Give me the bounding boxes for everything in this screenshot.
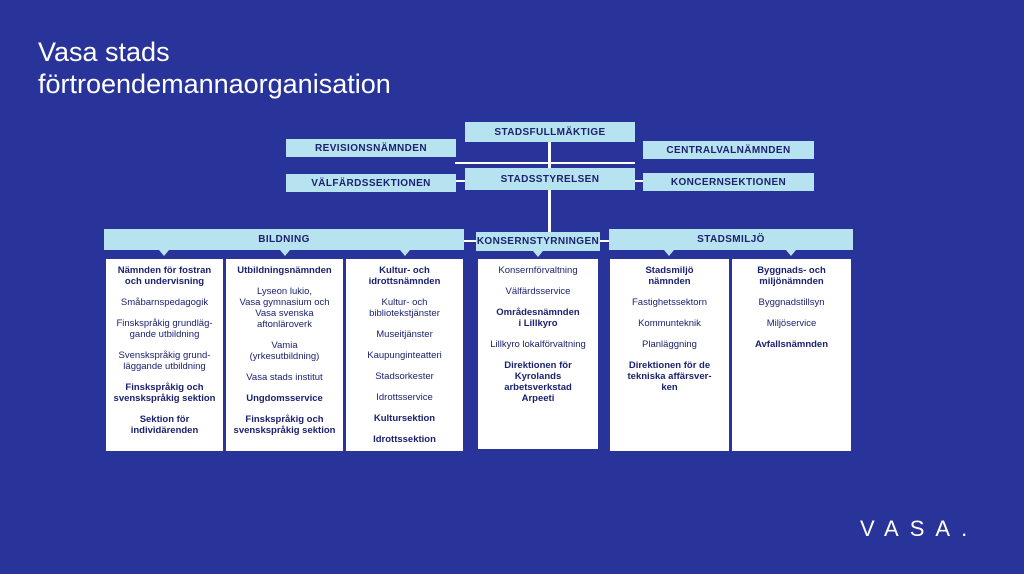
- box-konsernstyrningen: KONSERNSTYRNINGEN: [476, 232, 600, 251]
- org-unit: Idrottssektion: [373, 434, 436, 445]
- org-unit: Kaupunginteatteri: [367, 350, 442, 361]
- page-title: Vasa stads förtroendemannaorganisation: [38, 36, 391, 100]
- pointer-triangle: [280, 250, 290, 256]
- connector-right-lower: [634, 180, 644, 182]
- org-unit: Svenskspråkig grund- läggande utbildning: [118, 350, 211, 372]
- box-revisionsnamnden: REVISIONSNÄMNDEN: [286, 139, 456, 157]
- org-unit: Lyseon lukio, Vasa gymnasium och Vasa sv…: [239, 286, 330, 330]
- org-unit: Kommunteknik: [638, 318, 701, 329]
- box-bildning: BILDNING: [104, 229, 464, 250]
- org-unit: Museitjänster: [376, 329, 433, 340]
- org-unit: Småbarnspedagogik: [120, 297, 209, 308]
- org-unit: Konsernförvaltning: [498, 265, 578, 276]
- org-unit: Områdesnämnden i Lillkyro: [496, 307, 580, 329]
- box-centralvalnamnden: CENTRALVALNÄMNDEN: [643, 141, 814, 159]
- pointer-triangle: [533, 251, 543, 257]
- vasa-logo: VASA.: [860, 516, 979, 541]
- connector-left-horizontal: [455, 162, 635, 164]
- org-unit: Ungdomsservice: [246, 393, 323, 404]
- org-unit: Välfärdsservice: [505, 286, 571, 297]
- org-unit: Vamia (yrkesutbildning): [249, 340, 320, 362]
- org-unit: Nämnden för fostran och undervisning: [117, 265, 212, 287]
- org-unit: Kultur- och bibliotekstjänster: [369, 297, 440, 319]
- org-unit: Vasa stads institut: [246, 372, 323, 383]
- connector-left-lower: [455, 180, 465, 182]
- org-unit: Sektion för individärenden: [130, 414, 199, 436]
- box-stadsfullmaktige: STADSFULLMÄKTIGE: [465, 122, 635, 142]
- org-unit: Fastighetssektorn: [632, 297, 707, 308]
- org-unit: Finskspråkig och svenskspråkig sektion: [233, 414, 336, 436]
- box-stadsstyrelsen: STADSSTYRELSEN: [465, 168, 635, 190]
- title-line-1: Vasa stads: [38, 37, 170, 67]
- org-unit: Idrottsservice: [376, 392, 433, 403]
- org-unit: Byggnads- och miljönämnden: [757, 265, 826, 287]
- pointer-triangle: [786, 250, 796, 256]
- org-unit: Stadsmiljö nämnden: [645, 265, 694, 287]
- org-unit: Direktionen för Kyrolands arbetsverkstad…: [504, 360, 572, 404]
- org-unit: Utbildningsnämnden: [237, 265, 332, 276]
- org-unit: Lillkyro lokalförvaltning: [490, 339, 586, 350]
- org-unit: Kultur- och idrottsnämnden: [368, 265, 441, 287]
- org-unit: Finskspråkig och svenskspråkig sektion: [113, 382, 216, 404]
- org-unit: Direktionen för de tekniska affärsver- k…: [627, 360, 712, 393]
- pointer-triangle: [159, 250, 169, 256]
- org-unit: Finskspråkig grundläg- gande utbildning: [116, 318, 213, 340]
- title-line-2: förtroendemannaorganisation: [38, 69, 391, 99]
- org-unit: Avfallsnämnden: [754, 339, 829, 350]
- org-unit: Kultursektion: [373, 413, 436, 424]
- org-unit: Miljöservice: [766, 318, 817, 329]
- org-unit: Byggnadstillsyn: [758, 297, 825, 308]
- box-koncernsektionen: KONCERNSEKTIONEN: [643, 173, 814, 191]
- box-stadsmiljo: STADSMILJÖ: [609, 229, 853, 250]
- pointer-triangle: [400, 250, 410, 256]
- org-unit: Planläggning: [642, 339, 697, 350]
- pointer-triangle: [664, 250, 674, 256]
- org-unit: Stadsorkester: [375, 371, 434, 382]
- box-valfardssektionen: VÄLFÄRDSSEKTIONEN: [286, 174, 456, 192]
